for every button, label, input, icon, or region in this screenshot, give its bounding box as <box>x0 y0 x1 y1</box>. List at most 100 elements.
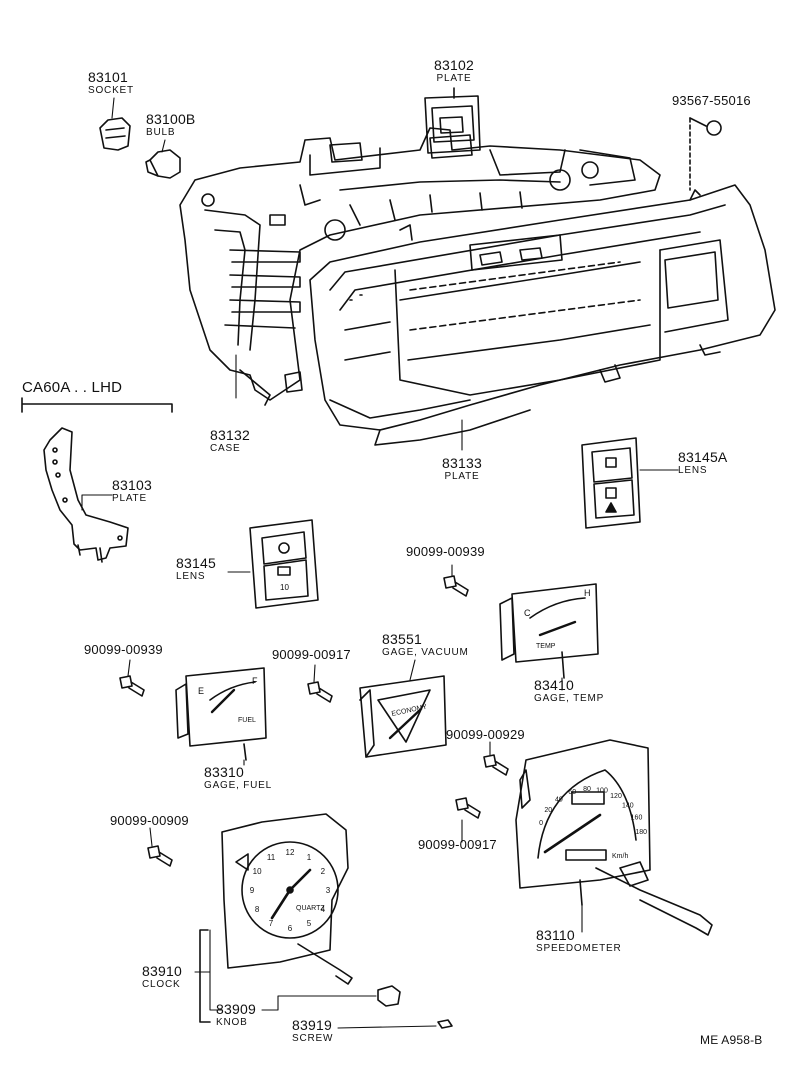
label-90099-00909: 90099-00909 <box>110 814 189 827</box>
part-name: PLATE <box>436 73 472 84</box>
speed-scale-mark: 120 <box>610 793 622 800</box>
speed-scale-mark: 40 <box>555 796 563 803</box>
label-90099-00939-left: 90099-00939 <box>84 643 163 656</box>
part-number: 90099-00939 <box>84 642 163 657</box>
fuel-f-mark: F <box>252 676 258 686</box>
label-90099-00917-mid: 90099-00917 <box>272 648 351 661</box>
part-name: KNOB <box>216 1017 248 1028</box>
part-number: 83909 <box>216 1001 256 1017</box>
label-83919: 83919 SCREW <box>292 1018 333 1044</box>
temp-h-mark: H <box>584 588 591 598</box>
part-number: 83310 <box>204 764 244 780</box>
label-83132: 83132 CASE <box>210 428 250 454</box>
lhd-bracket <box>22 398 172 562</box>
bulb-drawing <box>146 150 180 178</box>
part-name: PLATE <box>444 471 480 482</box>
part-number: 83410 <box>534 677 574 693</box>
part-number: 83100B <box>146 111 196 127</box>
clock-numeral: 12 <box>286 848 295 857</box>
part-number: 83132 <box>210 427 250 443</box>
part-number: 83551 <box>382 631 422 647</box>
temp-gauge-drawing <box>500 584 598 678</box>
speed-unit-mark: Km/h <box>612 853 628 860</box>
cluster-case-drawing <box>180 128 660 405</box>
part-name: LENS <box>678 465 708 476</box>
label-90099-00939-top: 90099-00939 <box>406 545 485 558</box>
part-name: SCREW <box>292 1033 334 1044</box>
clock-numeral: 7 <box>269 919 274 928</box>
fuel-gauge-drawing <box>176 668 266 760</box>
fuel-text-mark: FUEL <box>238 717 256 724</box>
part-name: BULB <box>146 127 176 138</box>
footer-code: ME A958-B <box>700 1033 763 1047</box>
clock-numeral: 9 <box>250 886 255 895</box>
part-name: CLOCK <box>142 979 181 990</box>
fuel-e-mark: E <box>198 686 204 696</box>
clock-numeral: 11 <box>267 853 276 862</box>
label-83102: 83102 PLATE <box>434 58 474 84</box>
speed-scale-mark: 160 <box>631 815 643 822</box>
part-number: 90099-00929 <box>446 727 525 742</box>
part-number: 83910 <box>142 963 182 979</box>
clock-numeral: 3 <box>326 886 331 895</box>
speed-scale-mark: 100 <box>596 787 608 794</box>
socket-drawing <box>100 118 130 150</box>
label-variant: CA60A . . LHD <box>22 380 122 395</box>
label-83100b: 83100B BULB <box>146 112 195 138</box>
part-name: GAGE, VACUUM <box>382 647 469 658</box>
label-83310: 83310 GAGE, FUEL <box>204 765 272 791</box>
part-name: LENS <box>176 571 206 582</box>
part-number: 90099-00917 <box>272 647 351 662</box>
front-plate-drawing <box>310 185 775 445</box>
part-number: 90099-00939 <box>406 544 485 559</box>
label-83101: 83101 SOCKET <box>88 70 134 96</box>
part-number: 83101 <box>88 69 128 85</box>
label-83910: 83910 CLOCK <box>142 964 182 990</box>
speed-scale-mark: 180 <box>635 829 647 836</box>
part-number: 83919 <box>292 1017 332 1033</box>
part-name: SPEEDOMETER <box>536 943 622 954</box>
label-83410: 83410 GAGE, TEMP <box>534 678 604 704</box>
temp-text-mark: TEMP <box>536 643 556 650</box>
label-83145: 83145 LENS <box>176 556 216 582</box>
label-83551: 83551 GAGE, VACUUM <box>382 632 469 658</box>
clock-numeral: 10 <box>253 867 262 876</box>
lens-83145a-drawing <box>582 438 640 528</box>
top-plate-drawing <box>425 88 480 153</box>
part-number: 83110 <box>536 927 575 943</box>
label-83103: 83103 PLATE <box>112 478 152 504</box>
variant-text: CA60A . . LHD <box>22 379 123 396</box>
speed-scale-mark: 0 <box>539 820 543 827</box>
lens-10-mark: 10 <box>280 583 289 592</box>
label-83909: 83909 KNOB <box>216 1002 256 1028</box>
part-name: SOCKET <box>88 85 134 96</box>
part-name: GAGE, FUEL <box>204 780 273 791</box>
bolt-drawings <box>120 576 508 866</box>
part-number: 90099-00909 <box>110 813 189 828</box>
temp-c-mark: C <box>524 608 531 618</box>
vacuum-gauge-drawing <box>360 676 446 757</box>
speedometer-drawing <box>516 740 712 935</box>
part-number: 90099-00917 <box>418 837 497 852</box>
speed-scale-mark: 60 <box>568 789 576 796</box>
part-number: 83103 <box>112 477 152 493</box>
clock-numeral: 5 <box>307 919 312 928</box>
clock-numeral: 8 <box>255 905 260 914</box>
part-number: 83102 <box>434 57 474 73</box>
label-83133: 83133 PLATE <box>442 456 482 482</box>
clock-drawing <box>200 814 352 1022</box>
part-name: GAGE, TEMP <box>534 693 605 704</box>
screw-93567-drawing <box>690 118 721 190</box>
part-name: PLATE <box>112 493 147 504</box>
knob-drawing <box>378 986 400 1006</box>
speed-scale-mark: 80 <box>583 786 591 793</box>
label-83145a: 83145A LENS <box>678 450 727 476</box>
vacuum-text-mark: ECONOMY <box>391 704 428 718</box>
part-name: CASE <box>210 443 241 454</box>
clock-numeral: 1 <box>307 853 312 862</box>
label-90099-00917-right: 90099-00917 <box>418 838 497 851</box>
label-93567-55016: 93567-55016 <box>672 94 751 107</box>
